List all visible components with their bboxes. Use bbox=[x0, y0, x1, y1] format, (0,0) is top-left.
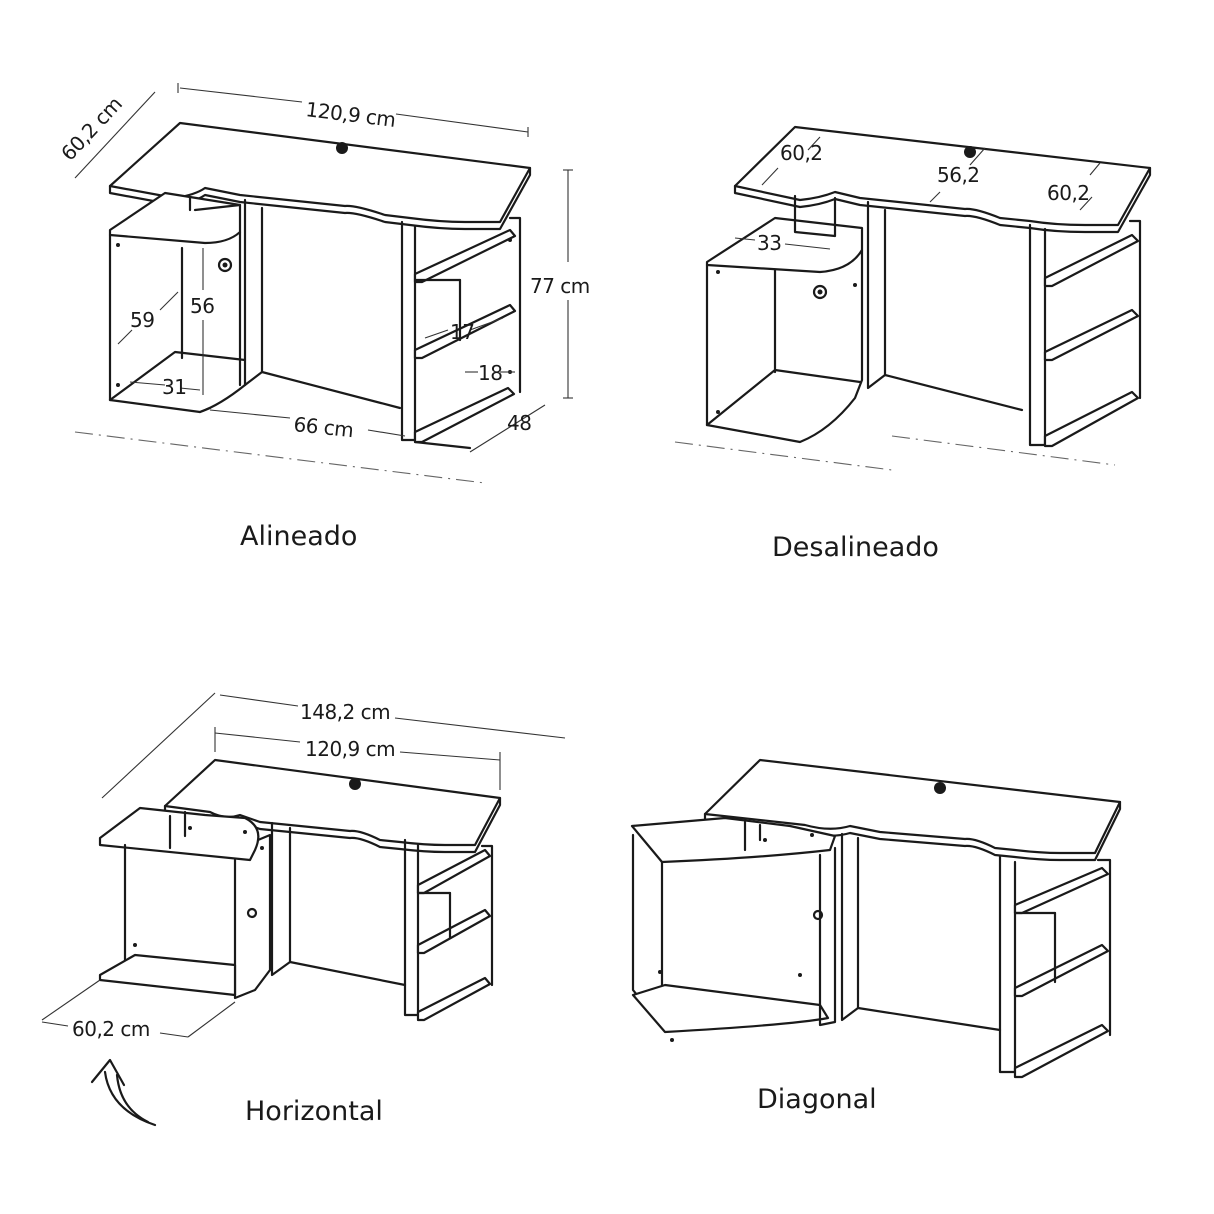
alineado-dimension-lines bbox=[74, 83, 573, 453]
dim-shelf-height: 17 bbox=[450, 320, 474, 344]
diagonal-desk-drawing bbox=[630, 758, 1122, 1079]
alineado-diagram: 120,9 cm 60,2 cm 77 cm 59 56 31 66 cm 17… bbox=[56, 83, 590, 552]
dim-shelf-width: 18 bbox=[478, 361, 502, 385]
alineado-ground-line bbox=[74, 431, 486, 484]
dim-cabinet-height: 56 bbox=[190, 294, 214, 318]
dim-width: 120,9 cm bbox=[304, 97, 396, 132]
caption-horizontal: Horizontal bbox=[245, 1096, 383, 1127]
dim-height: 77 cm bbox=[530, 274, 590, 298]
caption-desalineado: Desalineado bbox=[772, 532, 939, 563]
desalineado-diagram: 60,2 56,2 60,2 33 Desalineado bbox=[674, 125, 1152, 563]
dim-total-width: 148,2 cm bbox=[300, 700, 390, 724]
dim-depth: 60,2 cm bbox=[56, 92, 127, 165]
horizontal-desk-drawing bbox=[98, 758, 502, 1022]
dim-cabinet-width: 33 bbox=[757, 231, 781, 255]
desalineado-desk-drawing bbox=[705, 125, 1152, 448]
dim-shelf-depth: 48 bbox=[507, 411, 531, 435]
horizontal-dimension-labels: 148,2 cm 120,9 cm 60,2 cm bbox=[72, 700, 396, 1041]
dim-knee-space: 66 cm bbox=[292, 412, 354, 442]
desalineado-dimension-labels: 60,2 56,2 60,2 33 bbox=[757, 141, 1090, 255]
diagonal-diagram: Diagonal bbox=[630, 758, 1122, 1115]
caption-diagonal: Diagonal bbox=[757, 1084, 877, 1115]
dim-desk-width: 120,9 cm bbox=[305, 737, 395, 761]
desalineado-dimension-lines bbox=[734, 136, 1101, 250]
alineado-desk-drawing bbox=[108, 121, 532, 450]
rotate-arrow-icon bbox=[90, 1058, 157, 1127]
horizontal-dimension-lines bbox=[41, 692, 566, 1038]
dim-middle: 56,2 bbox=[937, 163, 980, 187]
horizontal-diagram: 148,2 cm 120,9 cm 60,2 cm Horizontal bbox=[41, 692, 566, 1127]
caption-alineado: Alineado bbox=[240, 521, 357, 552]
dim-right-depth: 60,2 bbox=[1047, 181, 1090, 205]
dim-cabinet-depth: 59 bbox=[130, 308, 154, 332]
desalineado-ground-lines bbox=[674, 435, 1116, 471]
dim-cabinet-width: 31 bbox=[162, 375, 186, 399]
dim-left-depth: 60,2 bbox=[780, 141, 823, 165]
dim-depth: 60,2 cm bbox=[72, 1017, 150, 1041]
